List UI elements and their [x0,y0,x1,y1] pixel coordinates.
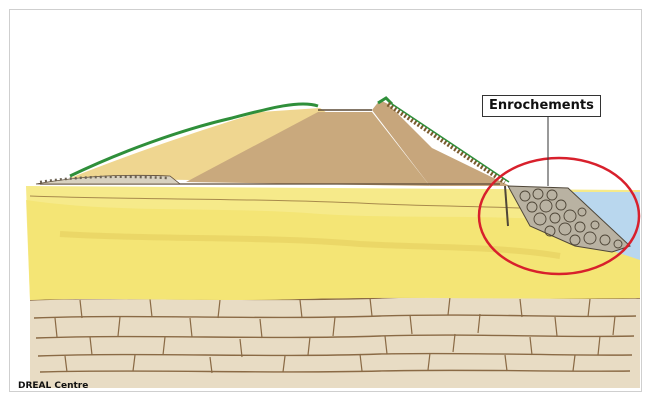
riprap-callout-label: Enrochements [482,95,601,117]
bedrock-layers [30,296,640,388]
credit-text: DREAL Centre [18,381,88,391]
dike-body [36,98,510,186]
